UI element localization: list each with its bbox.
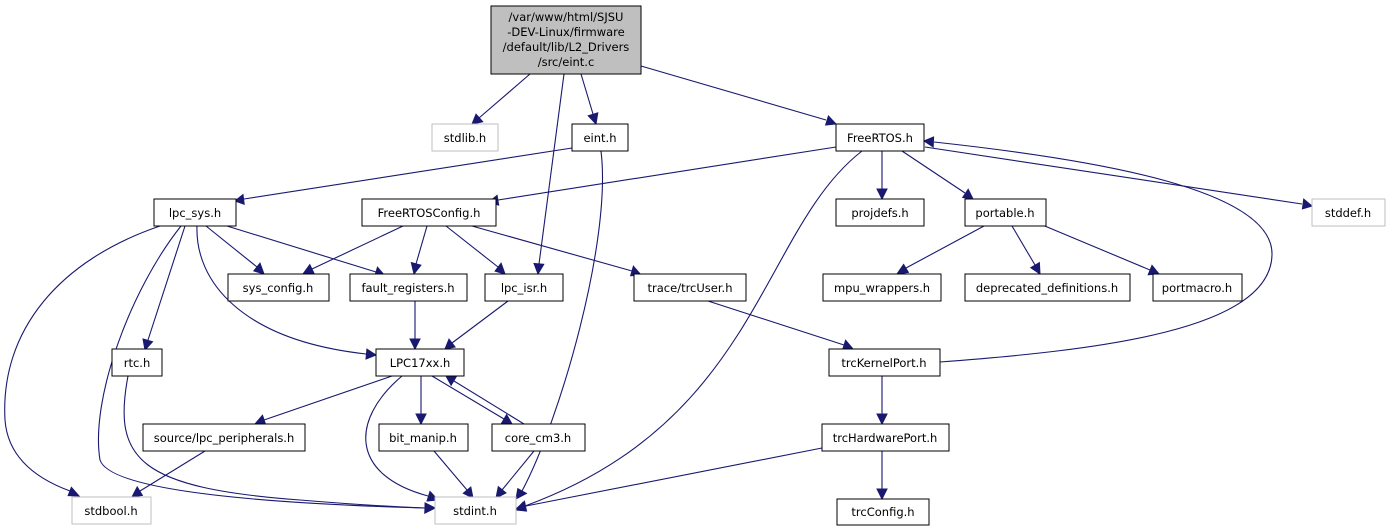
edge-freertosconfig-trcuser bbox=[471, 225, 643, 277]
node-fault-registers-h[interactable]: fault_registers.h bbox=[349, 273, 468, 302]
node-label: trcConfig.h bbox=[851, 505, 914, 519]
node-label: trcKernelPort.h bbox=[841, 356, 926, 370]
edge-trchardwareport-stdint bbox=[514, 447, 823, 512]
edge-freertosconfig-fault-registers bbox=[410, 225, 428, 276]
edge-root-freertos bbox=[640, 65, 838, 126]
edge-core-cm3-lpc17xx bbox=[445, 375, 525, 425]
node-label: sys_config.h bbox=[243, 281, 314, 295]
edge-eint-lpc-sys bbox=[233, 147, 573, 206]
node-label: FreeRTOS.h bbox=[847, 131, 913, 145]
node-trcconfig-h[interactable]: trcConfig.h bbox=[836, 498, 930, 526]
node-label: projdefs.h bbox=[851, 206, 908, 220]
node-stdlib-h[interactable]: stdlib.h bbox=[431, 123, 499, 152]
node-label: rtc.h bbox=[124, 356, 151, 370]
edge-portable-deprecated bbox=[1011, 225, 1041, 275]
edge-root-stdlib bbox=[471, 73, 531, 125]
node-label: bit_manip.h bbox=[389, 431, 457, 445]
node-stdint-h[interactable]: stdint.h bbox=[434, 496, 517, 525]
edge-lpc-sys-rtc bbox=[142, 225, 186, 352]
edge-freertosconfig-sys-config bbox=[301, 225, 404, 275]
node-label: eint.h bbox=[583, 131, 616, 145]
node-freertos-h[interactable]: FreeRTOS.h bbox=[835, 123, 925, 152]
node-label: LPC17xx.h bbox=[390, 356, 451, 370]
edge-root-lpc-isr bbox=[533, 73, 565, 276]
edge-fault-registers-lpc17xx bbox=[409, 301, 421, 351]
edge-lpc-sys-stdbool bbox=[4, 225, 161, 497]
root-line-4: /src/eint.c bbox=[538, 55, 595, 69]
node-label: stdbool.h bbox=[84, 504, 137, 518]
node-lpc-peripherals-h[interactable]: source/lpc_peripherals.h bbox=[142, 423, 306, 452]
node-label: core_cm3.h bbox=[505, 431, 571, 445]
node-root-eint-c[interactable]: /var/www/html/SJSU -DEV-Linux/firmware /… bbox=[490, 5, 642, 75]
node-lpc-sys-h[interactable]: lpc_sys.h bbox=[153, 198, 237, 227]
edge-eint-stdint bbox=[515, 150, 604, 500]
node-label: deprecated_definitions.h bbox=[976, 281, 1118, 295]
node-sys-config-h[interactable]: sys_config.h bbox=[227, 273, 330, 302]
edge-portable-portmacro bbox=[1039, 223, 1160, 276]
node-label: lpc_isr.h bbox=[501, 281, 547, 295]
node-label: FreeRTOSConfig.h bbox=[378, 206, 481, 220]
node-label: lpc_sys.h bbox=[169, 206, 221, 220]
node-lpc17xx-h[interactable]: LPC17xx.h bbox=[375, 348, 465, 377]
node-label: stdint.h bbox=[453, 504, 497, 518]
edge-trcuser-trckernelport bbox=[707, 300, 855, 351]
node-trckernelport-h[interactable]: trcKernelPort.h bbox=[828, 348, 941, 377]
node-deprecated-definitions-h[interactable]: deprecated_definitions.h bbox=[964, 273, 1131, 302]
node-lpc-isr-h[interactable]: lpc_isr.h bbox=[484, 273, 564, 302]
edge-trckernelport-freertos bbox=[922, 136, 1273, 363]
edge-freertosconfig-lpc-isr bbox=[445, 225, 506, 275]
edge-portable-mpu-wrappers bbox=[895, 225, 985, 275]
node-portable-h[interactable]: portable.h bbox=[964, 198, 1047, 227]
node-label: source/lpc_peripherals.h bbox=[154, 431, 295, 445]
node-label: trace/trcUser.h bbox=[648, 281, 733, 295]
edge-freertos-projdefs bbox=[876, 151, 888, 201]
edge-lpc-sys-sys-config bbox=[205, 225, 265, 275]
node-label: portmacro.h bbox=[1162, 281, 1232, 295]
edge-freertos-stddef bbox=[924, 146, 1314, 210]
node-stddef-h[interactable]: stddef.h bbox=[1311, 198, 1386, 227]
node-mpu-wrappers-h[interactable]: mpu_wrappers.h bbox=[822, 273, 942, 302]
node-label: trcHardwarePort.h bbox=[833, 431, 938, 445]
edge-trckernelport-trchardwareport bbox=[876, 376, 888, 426]
edge-lpc17xx-bit-manip bbox=[415, 376, 427, 426]
edge-freertos-stdint bbox=[514, 150, 863, 512]
node-core-cm3-h[interactable]: core_cm3.h bbox=[491, 423, 586, 452]
node-freertosconfig-h[interactable]: FreeRTOSConfig.h bbox=[361, 198, 497, 227]
edge-lpc-isr-lpc17xx bbox=[444, 300, 509, 350]
node-projdefs-h[interactable]: projdefs.h bbox=[835, 198, 925, 227]
node-label: mpu_wrappers.h bbox=[834, 281, 930, 295]
node-label: stddef.h bbox=[1325, 206, 1371, 220]
edge-bit-manip-stdint bbox=[433, 450, 474, 499]
edge-lpc-peripherals-stdbool bbox=[131, 450, 206, 498]
node-label: fault_registers.h bbox=[361, 281, 454, 295]
edge-rtc-stdint bbox=[123, 375, 437, 514]
edge-lpc-sys-lpc17xx bbox=[196, 225, 378, 360]
edge-lpc17xx-core-cm3 bbox=[431, 375, 513, 425]
node-eint-h[interactable]: eint.h bbox=[571, 123, 629, 152]
node-label: stdlib.h bbox=[444, 131, 486, 145]
root-line-1: /var/www/html/SJSU bbox=[509, 10, 624, 24]
edge-trchardwareport-trcconfig bbox=[876, 451, 888, 501]
root-line-2: -DEV-Linux/firmware bbox=[507, 25, 624, 39]
node-portmacro-h[interactable]: portmacro.h bbox=[1152, 273, 1243, 302]
edge-core-cm3-stdint bbox=[495, 450, 535, 499]
node-trcuser-h[interactable]: trace/trcUser.h bbox=[633, 273, 747, 302]
node-bit-manip-h[interactable]: bit_manip.h bbox=[378, 423, 469, 452]
root-line-3: /default/lib/L2_Drivers bbox=[503, 40, 630, 54]
node-label: portable.h bbox=[975, 206, 1034, 220]
edge-freertos-freertosconfig bbox=[487, 146, 837, 206]
edge-root-eint bbox=[580, 73, 599, 126]
node-rtc-h[interactable]: rtc.h bbox=[111, 348, 163, 377]
node-trchardwareport-h[interactable]: trcHardwarePort.h bbox=[821, 423, 950, 452]
node-stdbool-h[interactable]: stdbool.h bbox=[71, 496, 152, 525]
edge-lpc17xx-lpc-peripherals bbox=[253, 375, 393, 426]
edge-freertos-portable bbox=[901, 150, 974, 200]
